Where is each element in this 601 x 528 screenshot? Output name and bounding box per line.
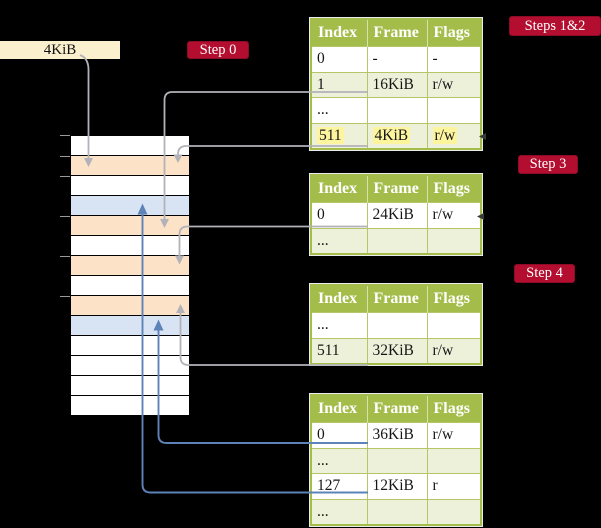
column-header: Flags [427, 395, 481, 423]
column-header: Index [311, 175, 368, 203]
memory-frame-page-table [71, 296, 189, 316]
table-cell [426, 97, 482, 124]
table-cell: ... [310, 498, 368, 526]
table-cell: 12KiB [366, 473, 428, 500]
table-cell: 0 [310, 46, 368, 73]
memory-frame-frame-free [71, 276, 189, 296]
table-cell: r/w [426, 202, 482, 229]
table-cell: 32KiB [366, 337, 428, 365]
column-header: Frame [367, 19, 428, 47]
memory-frame-frame-free [71, 236, 189, 256]
memory-frame-frame-free [71, 356, 189, 376]
table-cell [426, 227, 482, 255]
column-header: Frame [367, 175, 428, 203]
table-cell: ... [310, 227, 368, 255]
memory-tick [60, 175, 70, 177]
table-cell: 511 [310, 122, 368, 150]
badge-step-0: Step 0 [187, 41, 249, 59]
root-table-address-label: 4KiB [0, 41, 120, 59]
badge-step-4: Step 4 [514, 264, 575, 283]
memory-frame-page-table [71, 156, 189, 176]
memory-tick [60, 134, 70, 136]
table-row: ... [310, 447, 482, 474]
table-cell: 24KiB [366, 202, 428, 229]
column-header: Flags [427, 175, 481, 203]
table-cell: 0 [310, 422, 368, 449]
memory-frame-frame-free [71, 336, 189, 356]
memory-tick [60, 255, 70, 257]
table-cell: ... [310, 447, 368, 474]
memory-frame-mapped-page [71, 196, 189, 216]
table-cell: 127 [310, 473, 368, 500]
table-cell: 511 [310, 337, 368, 365]
column-header: Frame [367, 395, 428, 423]
physical-memory-stack [70, 135, 190, 416]
table-row: ... [310, 498, 482, 526]
table-row: ... [310, 312, 482, 339]
table-cell: r/w [426, 422, 482, 449]
table-cell [426, 447, 482, 474]
table-cell [426, 498, 482, 526]
table-cell [366, 312, 428, 339]
memory-frame-frame-free [71, 376, 189, 396]
table-cell: r/w [426, 71, 482, 98]
table-cell: 4KiB [366, 122, 428, 150]
table-cell: 0 [310, 202, 368, 229]
table-cell: ... [310, 312, 368, 339]
column-header: Index [311, 19, 368, 47]
table-row: 511 4KiB r/w [310, 122, 482, 150]
table-row: ... [310, 97, 482, 124]
badge-step-3: Step 3 [518, 155, 578, 174]
table-cell: ... [310, 97, 368, 124]
table-cell [426, 312, 482, 339]
table-cell [366, 97, 428, 124]
column-header: Index [311, 395, 368, 423]
table-cell [366, 498, 428, 526]
column-header: Flags [427, 19, 481, 47]
table-cell: - [426, 46, 482, 73]
table-cell: - [366, 46, 428, 73]
badge-steps-1-2: Steps 1&2 [509, 16, 601, 36]
memory-tick [60, 215, 70, 217]
memory-tick [60, 155, 70, 157]
column-header: Frame [367, 285, 428, 313]
table-cell [366, 227, 428, 255]
memory-tick [60, 295, 70, 297]
memory-frame-frame-free [71, 176, 189, 196]
table-cell: r [426, 473, 482, 500]
column-header: Flags [427, 285, 481, 313]
memory-frame-frame-free [71, 136, 189, 156]
highlighted-value: 4KiB [372, 126, 411, 144]
table-cell: 16KiB [366, 71, 428, 98]
memory-frame-page-table [71, 216, 189, 236]
highlighted-value: r/w [432, 126, 458, 144]
memory-frame-mapped-page [71, 316, 189, 336]
highlighted-value: 511 [317, 126, 344, 144]
memory-frame-page-table [71, 256, 189, 276]
column-header: Index [311, 285, 368, 313]
table-cell [366, 447, 428, 474]
table-cell: 1 [310, 71, 368, 98]
table-cell: 36KiB [366, 422, 428, 449]
table-cell: r/w [426, 122, 482, 150]
table-row: 0-- [310, 46, 482, 73]
table-row: ... [310, 227, 482, 255]
memory-frame-frame-free [71, 396, 189, 415]
table-cell: r/w [426, 337, 482, 365]
